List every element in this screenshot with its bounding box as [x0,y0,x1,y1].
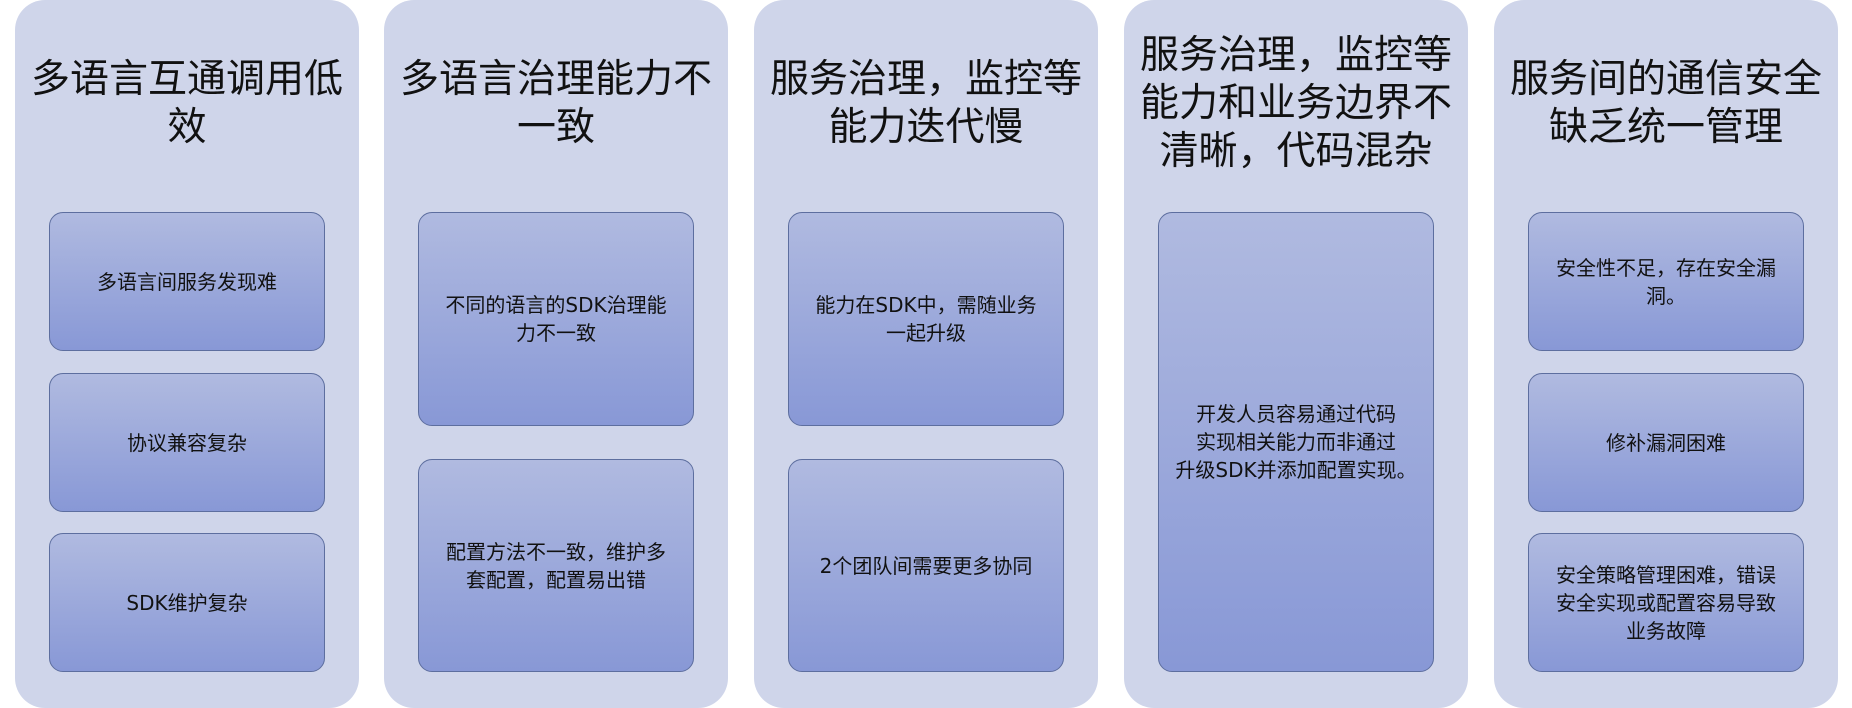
card-policy-management: 安全策略管理困难，错误 安全实现或配置容易导致 业务故障 [1528,533,1804,672]
column-title: 服务治理，监控等 能力和业务边界不 清晰，代码混杂 [1139,33,1452,174]
column-multilang-interop: 多语言互通调用低 效 多语言间服务发现难 协议兼容复杂 SDK维护复杂 [15,0,359,708]
card-patch-difficult: 修补漏洞困难 [1528,373,1804,512]
column-unclear-boundary: 服务治理，监控等 能力和业务边界不 清晰，代码混杂 开发人员容易通过代码 实现相… [1124,0,1468,708]
card-sdk-governance: 不同的语言的SDK治理能 力不一致 [418,212,694,426]
column-title: 服务治理，监控等 能力迭代慢 [769,57,1082,150]
card-security-insufficient: 安全性不足，存在安全漏 洞。 [1528,212,1804,351]
column-title: 服务间的通信安全 缺乏统一管理 [1509,57,1822,150]
card-team-collaboration: 2个团队间需要更多协同 [788,459,1064,672]
card-config-inconsistent: 配置方法不一致，维护多 套配置，配置易出错 [418,459,694,672]
column-governance-inconsistent: 多语言治理能力不 一致 不同的语言的SDK治理能 力不一致 配置方法不一致，维护… [384,0,728,708]
card-sdk-upgrade: 能力在SDK中，需随业务 一起升级 [788,212,1064,426]
card-service-discovery: 多语言间服务发现难 [49,212,325,351]
column-slow-iteration: 服务治理，监控等 能力迭代慢 能力在SDK中，需随业务 一起升级 2个团队间需要… [754,0,1098,708]
column-title: 多语言互通调用低 效 [30,57,343,150]
card-sdk-maintenance: SDK维护复杂 [49,533,325,672]
column-security-management: 服务间的通信安全 缺乏统一管理 安全性不足，存在安全漏 洞。 修补漏洞困难 安全… [1494,0,1838,708]
column-title: 多语言治理能力不 一致 [399,57,712,150]
card-code-mixing: 开发人员容易通过代码 实现相关能力而非通过 升级SDK并添加配置实现。 [1158,212,1434,672]
card-protocol-compat: 协议兼容复杂 [49,373,325,512]
